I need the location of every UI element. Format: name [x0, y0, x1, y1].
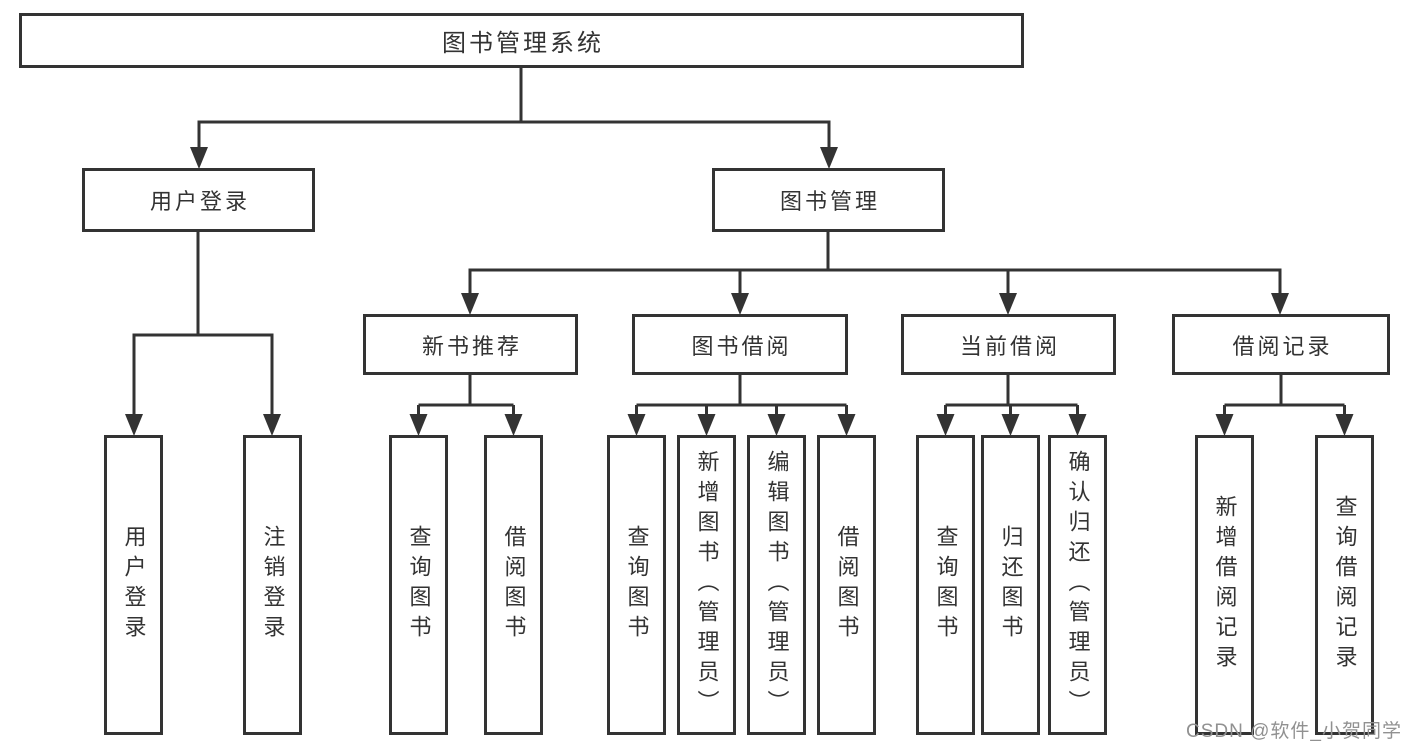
leaf-borrow-books-recommend: 借阅图书 — [484, 435, 543, 735]
node-label: 查询图书 — [624, 525, 650, 645]
node-label: 借阅图书 — [834, 525, 860, 645]
node-book-borrowing: 图书借阅 — [632, 314, 848, 375]
csdn-watermark: CSDN @软件_小贺同学 — [1186, 721, 1402, 742]
node-label: 借阅图书 — [501, 525, 527, 645]
node-label: 用户登录 — [121, 525, 147, 645]
node-label: 借阅记录 — [1232, 333, 1333, 359]
leaf-query-books-current: 查询图书 — [916, 435, 975, 735]
leaf-add-books-admin: 新增图书（管理员） — [677, 435, 736, 735]
arrowheads — [125, 147, 1354, 436]
connector-edges — [132, 68, 1346, 417]
node-label: 新增图书（管理员） — [694, 450, 720, 720]
leaf-query-books-recommend: 查询图书 — [389, 435, 448, 735]
node-label: 确认归还（管理员） — [1065, 450, 1091, 720]
node-label: 新书推荐 — [421, 333, 522, 359]
node-borrowing-records: 借阅记录 — [1172, 314, 1390, 375]
leaf-query-books-borrowing: 查询图书 — [607, 435, 666, 735]
node-label: 归还图书 — [998, 525, 1024, 645]
leaf-return-books: 归还图书 — [981, 435, 1040, 735]
node-label: 注销登录 — [260, 525, 286, 645]
node-label: 查询图书 — [933, 525, 959, 645]
node-book-management: 图书管理 — [712, 168, 945, 232]
node-label: 查询借阅记录 — [1332, 495, 1358, 675]
leaf-user-login: 用户登录 — [104, 435, 163, 735]
node-library-system: 图书管理系统 — [19, 13, 1024, 68]
node-current-borrowing: 当前借阅 — [901, 314, 1116, 375]
leaf-borrow-books: 借阅图书 — [817, 435, 876, 735]
leaf-confirm-return-admin: 确认归还（管理员） — [1048, 435, 1107, 735]
node-label: 编辑图书（管理员） — [764, 450, 790, 720]
leaf-query-borrow-record: 查询借阅记录 — [1315, 435, 1374, 735]
node-label: 当前借阅 — [959, 333, 1060, 359]
leaf-add-borrow-record: 新增借阅记录 — [1195, 435, 1254, 735]
node-user-login: 用户登录 — [82, 168, 315, 232]
node-label: 查询图书 — [406, 525, 432, 645]
leaf-logout-login: 注销登录 — [243, 435, 302, 735]
leaf-edit-books-admin: 编辑图书（管理员） — [747, 435, 806, 735]
node-label: 用户登录 — [149, 189, 250, 214]
node-label: 图书管理系统 — [442, 30, 604, 57]
node-label: 图书借阅 — [691, 333, 792, 359]
node-new-book-recommendation: 新书推荐 — [363, 314, 578, 375]
node-label: 新增借阅记录 — [1212, 495, 1238, 675]
node-label: 图书管理 — [779, 189, 880, 214]
